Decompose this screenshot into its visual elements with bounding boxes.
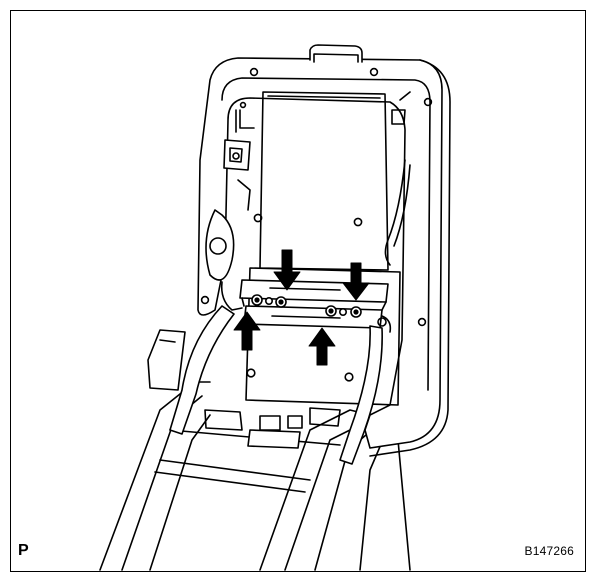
arrow-up-icon (308, 327, 336, 366)
arrow-up-icon (233, 311, 261, 351)
support-arms (169, 305, 383, 465)
console-base (99, 329, 411, 571)
figure-code: B147266 (524, 544, 574, 558)
armrest-lid (197, 44, 451, 457)
view-letter: P (18, 542, 29, 559)
armrest-illustration (99, 44, 451, 571)
arrow-down-icon (273, 249, 301, 291)
callout-arrows (233, 249, 370, 366)
arrow-down-icon (342, 262, 370, 301)
screw-icon (338, 307, 347, 316)
screw-icon (265, 296, 274, 305)
screw-bracket (220, 279, 392, 333)
